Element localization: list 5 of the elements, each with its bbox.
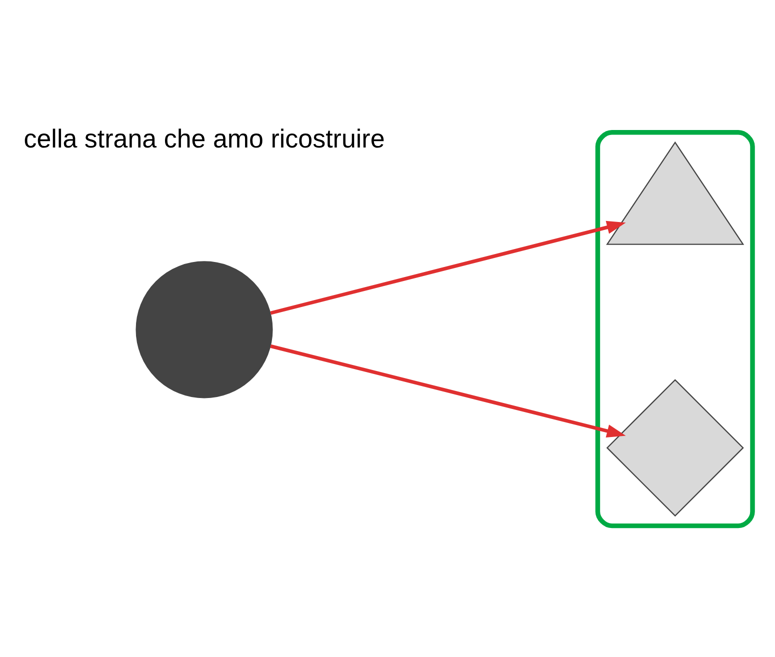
node-circle [135,261,272,398]
arrow [270,220,626,315]
arrow [270,344,626,438]
label: cella strana che amo ricostruire [23,123,384,154]
cluster [594,130,754,528]
